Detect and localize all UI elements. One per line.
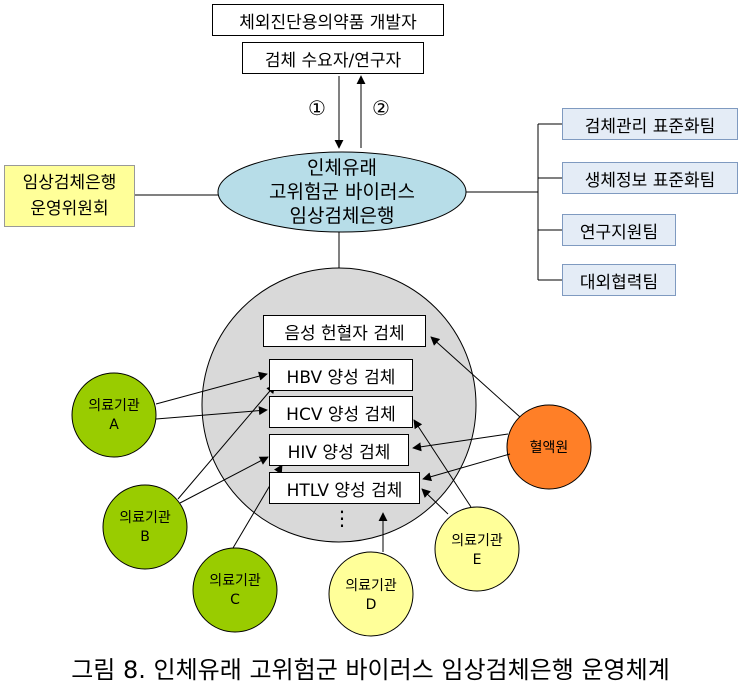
hospital-b-circle bbox=[102, 484, 188, 570]
arrow-blood-htlv bbox=[422, 453, 511, 482]
hospital-c-label: 의료기관 C bbox=[195, 570, 275, 612]
hospital-d-name: 의료기관 bbox=[345, 578, 397, 594]
hospital-a-name: 의료기관 bbox=[88, 398, 140, 414]
specimen-negative-donor: 음성 헌혈자 검체 bbox=[263, 315, 426, 347]
hospital-b-letter: B bbox=[140, 529, 150, 545]
step-1-label: ① bbox=[308, 96, 326, 120]
hospital-b-label: 의료기관 B bbox=[105, 507, 185, 549]
hospital-a-letter: A bbox=[109, 417, 119, 433]
hospital-c-letter: C bbox=[230, 592, 240, 608]
arrow-a-hcv bbox=[155, 406, 268, 420]
hospital-d-label: 의료기관 D bbox=[331, 575, 411, 617]
team-bioinfo-standardization: 생체정보 표준화팀 bbox=[562, 162, 738, 194]
arrow-b-hiv bbox=[179, 456, 269, 504]
hospital-a-circle bbox=[71, 372, 157, 458]
hospital-d-letter: D bbox=[365, 597, 377, 613]
hospital-b-name: 의료기관 bbox=[119, 510, 171, 526]
hospital-e-label: 의료기관 E bbox=[437, 530, 517, 572]
center-line-3: 임상검체은행 bbox=[289, 205, 395, 227]
figure-caption: 그림 8. 인체유래 고위험군 바이러스 임상검체은행 운영체계 bbox=[71, 656, 670, 684]
hospital-e-name: 의료기관 bbox=[451, 533, 503, 549]
center-bank-ellipse bbox=[217, 151, 467, 233]
arrow-e-htlv bbox=[421, 488, 449, 515]
team-specimen-standardization: 검체관리 표준화팀 bbox=[562, 108, 738, 140]
arrow-e-hcv bbox=[413, 419, 472, 508]
committee-line-1: 임상검체은행 bbox=[22, 173, 117, 193]
specimen-hiv: HIV 양성 검체 bbox=[269, 434, 409, 466]
arrow-a-hbv bbox=[155, 371, 268, 405]
developers-box: 체외진단용의약품 개발자 bbox=[212, 4, 444, 36]
blood-center-circle bbox=[506, 404, 592, 490]
hospital-c-name: 의료기관 bbox=[209, 573, 261, 589]
specimen-hbv: HBV 양성 검체 bbox=[269, 359, 413, 391]
hospital-e-letter: E bbox=[472, 552, 482, 568]
blood-center-label: 혈액원 bbox=[529, 440, 569, 456]
arrow-b-hbv bbox=[177, 384, 276, 500]
more-specimens-ellipsis: ⋮ bbox=[332, 506, 352, 530]
steering-committee-box: 임상검체은행 운영위원회 bbox=[4, 165, 135, 227]
hospital-d-circle bbox=[328, 551, 414, 637]
specimen-htlv: HTLV 양성 검체 bbox=[269, 472, 420, 504]
users-box: 검체 수요자/연구자 bbox=[242, 42, 424, 74]
hospital-c-circle bbox=[192, 547, 278, 633]
hospital-a-label: 의료기관 A bbox=[74, 395, 154, 437]
committee-line-2: 운영위원회 bbox=[30, 199, 109, 219]
step-2-label: ② bbox=[372, 96, 390, 120]
arrow-blood-negative bbox=[430, 336, 521, 418]
team-external-cooperation: 대외협력팀 bbox=[562, 264, 676, 296]
center-bank-label: 인체유래 고위험군 바이러스 임상검체은행 bbox=[230, 154, 454, 230]
center-line-2: 고위험군 바이러스 bbox=[269, 181, 415, 203]
team-research-support: 연구지원팀 bbox=[562, 214, 676, 246]
hospital-e-circle bbox=[434, 506, 520, 592]
center-line-1: 인체유래 bbox=[307, 157, 377, 179]
arrow-blood-hiv bbox=[412, 433, 509, 452]
specimen-hcv: HCV 양성 검체 bbox=[269, 396, 413, 428]
